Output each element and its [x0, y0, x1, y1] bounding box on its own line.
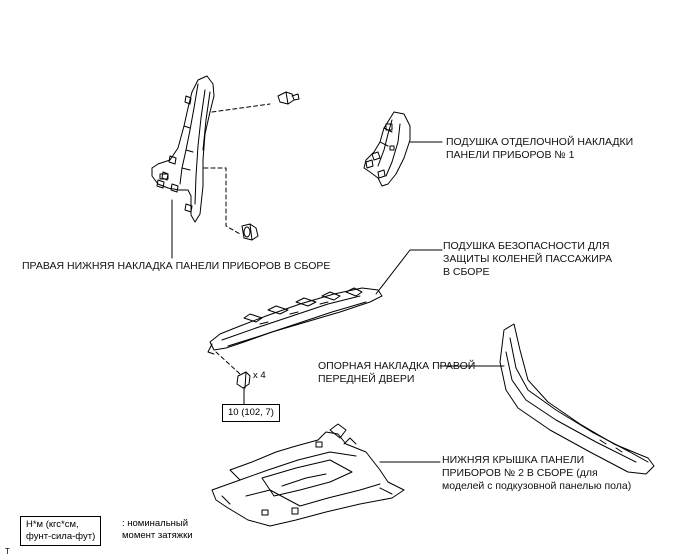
bolt-quantity: x 4: [253, 370, 266, 381]
screw-icon: [277, 91, 300, 105]
label-lower-cover: НИЖНЯЯ КРЫШКА ПАНЕЛИ ПРИБОРОВ № 2 В СБОР…: [442, 454, 632, 492]
knee-airbag: [207, 287, 383, 355]
lower-finish-panel: [151, 75, 215, 223]
bolt-icon: [236, 371, 251, 389]
label-lower-trim: ПРАВАЯ НИЖНЯЯ НАКЛАДКА ПАНЕЛИ ПРИБОРОВ В…: [22, 260, 331, 272]
label-knee-airbag: ПОДУШКА БЕЗОПАСНОСТИ ДЛЯ ЗАЩИТЫ КОЛЕНЕЙ …: [443, 240, 613, 278]
door-scuff-plate: [499, 323, 655, 475]
label-cushion-trim: ПОДУШКА ОТДЕЛОЧНОЙ НАКЛАДКИ ПАНЕЛИ ПРИБО…: [446, 136, 634, 161]
corner-mark: T: [5, 547, 10, 556]
lower-cover: [211, 423, 405, 527]
legend-unit-box: Н*м (кгс*см, фунт-сила-фут): [20, 516, 102, 546]
torque-value-box: 10 (102, 7): [222, 404, 280, 422]
clip-icon: [241, 223, 259, 241]
cushion-trim: [363, 111, 411, 187]
label-door-scuff: ОПОРНАЯ НАКЛАДКА ПРАВОЙ ПЕРЕДНЕЙ ДВЕРИ: [318, 360, 476, 385]
legend-description: : номинальный момент затяжки: [122, 518, 193, 541]
